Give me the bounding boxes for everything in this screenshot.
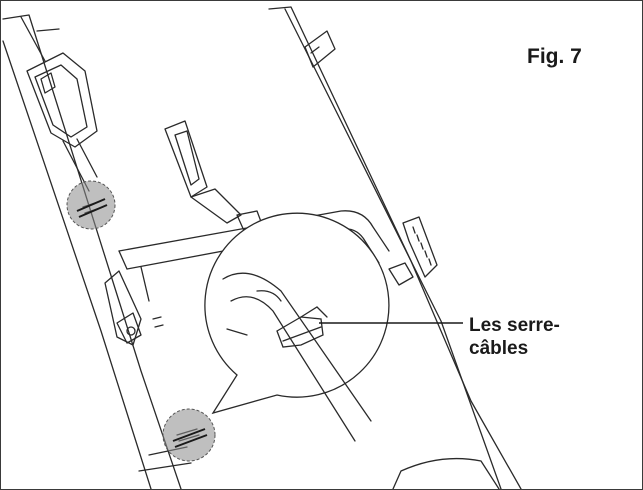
left-quick-release-lever (104, 270, 142, 346)
right-height-lever (388, 216, 438, 286)
callout-line-2: câbles (469, 338, 529, 359)
switch-box (26, 52, 98, 192)
left-handle-tube (2, 14, 182, 489)
cable-tie-marker-lower (162, 408, 216, 462)
cable-ties-callout: Les serre- câbles (469, 314, 560, 360)
callout-line-1: Les serre- (469, 315, 560, 336)
cable-tie-marker-upper (66, 180, 116, 230)
figure-label: Fig. 7 (527, 45, 582, 68)
starter-lever (164, 120, 264, 234)
detail-magnifier (204, 212, 390, 442)
safety-bar (118, 210, 390, 252)
